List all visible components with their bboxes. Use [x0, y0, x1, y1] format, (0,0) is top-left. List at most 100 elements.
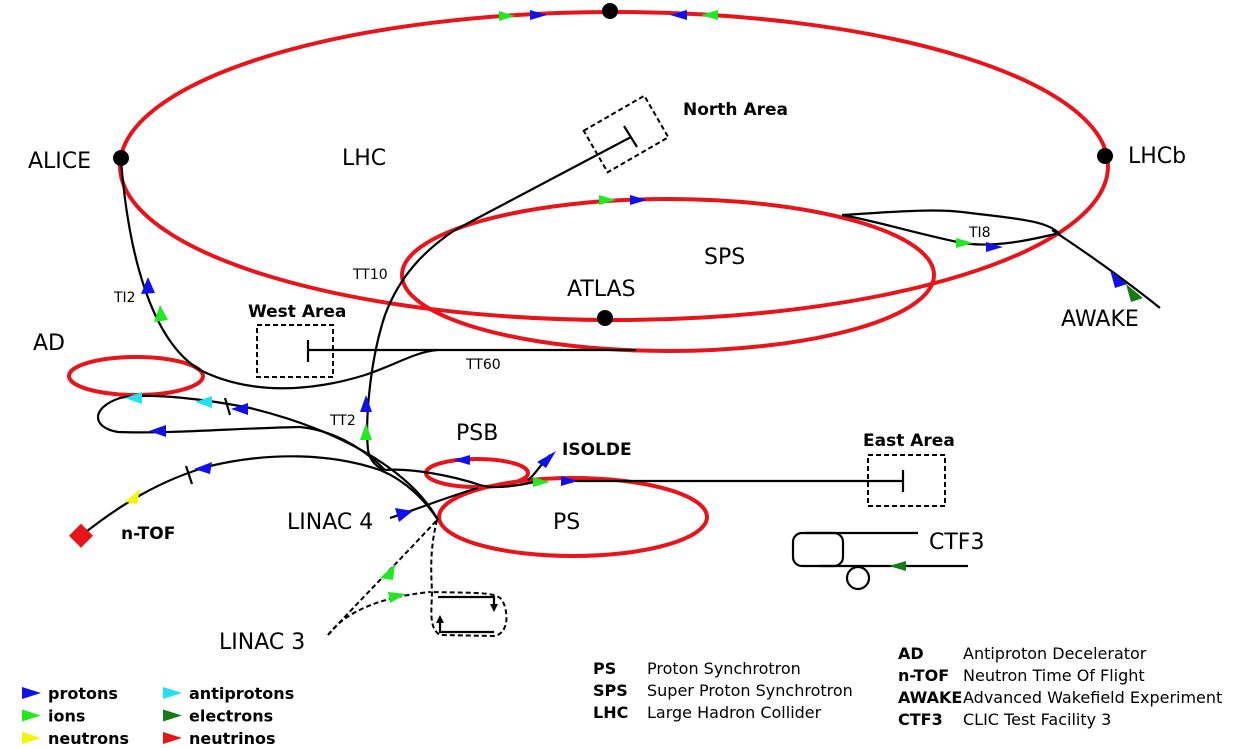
legend-item-neutrinos: neutrinos: [163, 729, 276, 748]
ti8-protons-arrow-icon: [986, 242, 1003, 252]
sps-protons-arrow-icon: [630, 195, 647, 205]
antiprotons-arrow-icon: [163, 687, 182, 699]
ad-protons-arrow-icon-2: [149, 425, 166, 437]
ntof-target: [68, 523, 94, 548]
protons-arrow-icon: [22, 687, 41, 699]
label-psb: PSB: [456, 421, 498, 446]
lhc-protons-arrow-icon-2: [670, 10, 687, 20]
linac3-ions-arrow-icon: [380, 564, 395, 580]
lhc-protons-arrow-icon: [530, 10, 547, 20]
ps-ions-arrow-icon: [533, 477, 550, 487]
acronym-desc: Antiproton Decelerator: [963, 644, 1147, 663]
ad-ring: [67, 355, 205, 397]
leir-inner-bottom: [438, 620, 494, 634]
alice-detector: [113, 150, 129, 166]
label-linac3: LINAC 3: [219, 630, 305, 655]
legend-item-ions: ions: [22, 707, 85, 726]
legend-label: neutrinos: [189, 729, 276, 748]
ti2-line: [119, 159, 438, 390]
ps-to-tt2-line: [384, 468, 541, 489]
label-lhc: LHC: [342, 146, 386, 171]
acronym-abbr: PS: [593, 659, 616, 678]
leir-arrow-up: [436, 615, 444, 623]
ti8-ions-arrow-icon: [956, 238, 973, 248]
acronym-desc: Large Hadron Collider: [647, 703, 822, 722]
ions-arrow-icon: [22, 709, 41, 722]
linac3-line-b: [327, 591, 431, 636]
sps-ions-arrow-icon: [599, 195, 616, 205]
acronym-desc: Advanced Wakefield Experiment: [963, 688, 1222, 707]
acronym-abbr: CTF3: [898, 710, 943, 729]
label-atlas: ATLAS: [567, 277, 636, 302]
linac3-ions-arrow-icon-2: [388, 592, 406, 603]
atlas-detector: [597, 310, 613, 326]
acronym-abbr: AWAKE: [898, 688, 962, 707]
sps-ring: [400, 197, 936, 353]
north-area-endcap: [623, 125, 638, 148]
legend-label: antiprotons: [189, 684, 294, 703]
ti8-line: [841, 209, 1061, 236]
label-isolde: ISOLDE: [562, 440, 632, 460]
legend-item-protons: protons: [22, 684, 118, 703]
acronym-abbr: n-TOF: [898, 666, 949, 685]
awake-protons-arrow-icon: [1110, 270, 1127, 288]
ctf3-ring: [791, 531, 845, 568]
leir-arrow-down: [490, 604, 498, 612]
acronym-abbr: LHC: [593, 703, 628, 722]
ad-inner-link: [299, 425, 386, 471]
label-ctf3: CTF3: [929, 530, 984, 555]
awake-line: [1051, 229, 1161, 309]
cms-detector: [602, 3, 618, 19]
tt2-ions-arrow-icon: [360, 423, 372, 440]
neutrinos-arrow-icon: [163, 732, 182, 744]
label-west-area: West Area: [248, 302, 346, 322]
ad-protons-arrow-icon: [231, 403, 248, 415]
particle-arrows: [125, 10, 1143, 603]
awake-electrons-arrow-icon: [1126, 284, 1143, 302]
ntof-neutrons-arrow-icon: [125, 489, 140, 504]
label-awake: AWAKE: [1061, 307, 1139, 332]
lhcb-detector: [1097, 148, 1113, 164]
ntof-protons-arrow-icon: [194, 462, 212, 474]
ad-tick: [223, 397, 232, 416]
legend-item-antiprotons: antiprotons: [163, 684, 294, 703]
electrons-arrow-icon: [163, 709, 182, 722]
ntof-tick: [184, 465, 194, 485]
ad-antiprotons-arrow-icon: [125, 392, 142, 404]
legend-item-neutrons: neutrons: [22, 729, 129, 748]
ps-ring: [437, 476, 709, 558]
legend-item-electrons: electrons: [163, 707, 273, 726]
label-ps: PS: [553, 510, 580, 535]
acronym-desc: Super Proton Synchrotron: [647, 681, 853, 700]
ctf3-small-ring: [845, 565, 871, 591]
psb-protons-arrow-icon: [453, 455, 470, 465]
tt2-protons-arrow-icon: [360, 395, 372, 412]
lhc-ring: [118, 10, 1110, 322]
label-ti8: TI8: [968, 225, 991, 241]
label-north-area: North Area: [683, 100, 788, 120]
acronym-abbr: AD: [898, 644, 924, 663]
ti2-ions-arrow-icon: [154, 305, 168, 322]
label-ad: AD: [33, 331, 65, 356]
tt10-line: [366, 229, 456, 472]
legend-label: ions: [48, 707, 85, 726]
label-tt2: TT2: [329, 413, 356, 429]
label-linac4: LINAC 4: [287, 510, 373, 535]
legend-label: electrons: [189, 707, 273, 726]
legend-label: neutrons: [48, 729, 129, 748]
lhc-ions-arrow-icon-2: [701, 10, 718, 20]
label-ntof: n-TOF: [121, 524, 175, 544]
ad-antiprotons-arrow-icon-2: [195, 396, 212, 408]
label-lhcb: LHCb: [1128, 144, 1186, 169]
lhc-ions-arrow-icon: [499, 11, 515, 21]
leir-path: [429, 519, 508, 638]
label-east-area: East Area: [863, 431, 955, 451]
north-area-line: [454, 136, 632, 231]
